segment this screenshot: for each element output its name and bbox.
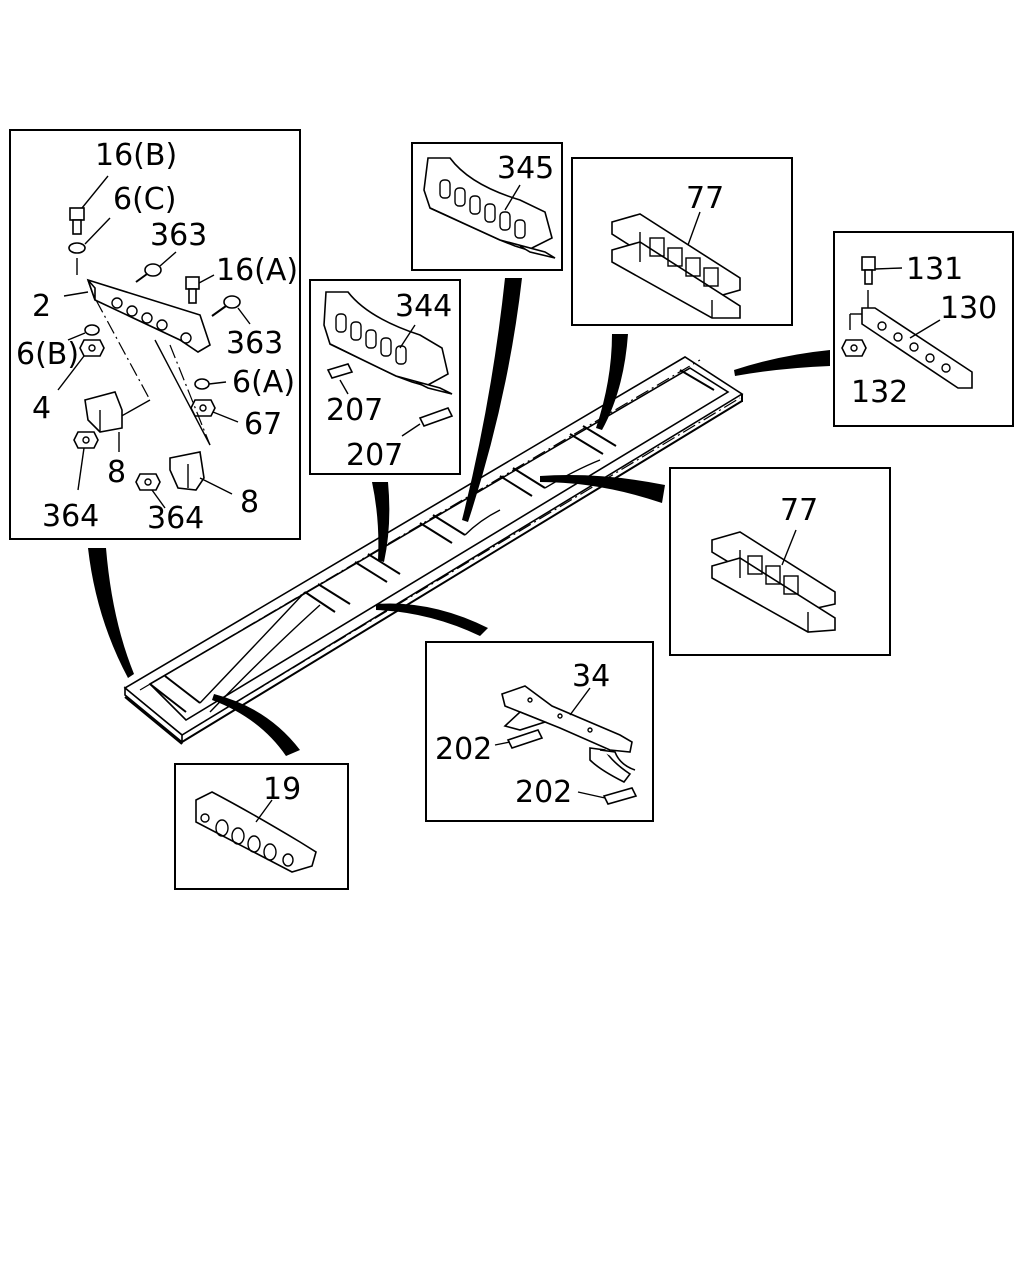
callout-label: 34 [572, 659, 610, 694]
callout-label: 364 [42, 499, 99, 534]
crossmember-bracket-part [86, 278, 211, 353]
callout-label: 132 [851, 375, 908, 410]
leader-wedges [88, 278, 830, 756]
callout-label: 8 [240, 485, 259, 520]
gusset-plate-part [418, 407, 454, 427]
bolt-icon [135, 263, 162, 283]
callout-label: 6(C) [113, 182, 176, 217]
callout-label: 16(B) [95, 138, 177, 173]
washer-icon [194, 378, 210, 390]
callout-label: 364 [147, 501, 204, 536]
callout-label: 207 [326, 393, 383, 428]
gusset-plate-part [506, 729, 544, 749]
callout-label: 2 [32, 289, 51, 324]
callout-label: 207 [346, 438, 403, 473]
panel-crossmember-344: 344 207 207 [309, 279, 461, 475]
nut-icon [73, 431, 99, 449]
callout-label: 67 [244, 407, 282, 442]
callout-label: 131 [906, 252, 963, 287]
bolt-icon [861, 256, 876, 285]
callout-label: 6(A) [232, 365, 295, 400]
panel-crossmember-19: 19 [174, 763, 349, 890]
callout-label: 130 [940, 291, 997, 326]
callout-label: 8 [107, 455, 126, 490]
washer-icon [84, 324, 100, 336]
nut-icon [135, 473, 161, 491]
callout-label: 77 [686, 181, 724, 216]
main-chassis-frame [123, 356, 744, 745]
crossmember-part [423, 157, 556, 259]
callout-label: 4 [32, 391, 51, 426]
crossmember-part [611, 213, 741, 319]
gusset-plate-part [326, 363, 354, 379]
crossmember-part [195, 791, 317, 873]
panel-crossmember-34: 34 202 202 [425, 641, 654, 822]
callout-label: 77 [780, 493, 818, 528]
panel-crossmember-77-top: 77 [571, 157, 793, 326]
nut-icon [841, 339, 867, 357]
callout-label: 6(B) [16, 337, 79, 372]
nut-icon [79, 339, 105, 357]
bolt-icon [211, 295, 241, 317]
bolt-icon [185, 276, 200, 304]
washer-icon [68, 242, 86, 254]
mounting-bracket-part [84, 391, 123, 433]
crossmember-part [501, 685, 636, 784]
callout-label: 345 [497, 151, 554, 186]
crossmember-part [861, 307, 973, 389]
bolt-icon [69, 207, 85, 235]
callout-label: 16(A) [216, 253, 298, 288]
panel-bracket-assembly: 16(B) 6(C) 363 16(A) 2 363 6(B) 6(A) 4 6… [9, 129, 301, 540]
callout-label: 19 [263, 772, 301, 807]
panel-crossmember-130: 131 130 132 [833, 231, 1014, 427]
callout-label: 344 [395, 289, 452, 324]
gusset-plate-part [602, 787, 638, 805]
panel-crossmember-77-mid: 77 [669, 467, 891, 656]
callout-label: 363 [150, 218, 207, 253]
crossmember-part [711, 531, 836, 633]
panel-crossmember-345: 345 [411, 142, 563, 271]
mounting-bracket-part [169, 451, 205, 491]
callout-label: 363 [226, 326, 283, 361]
callout-label: 202 [515, 775, 572, 810]
callout-label: 202 [435, 732, 492, 767]
